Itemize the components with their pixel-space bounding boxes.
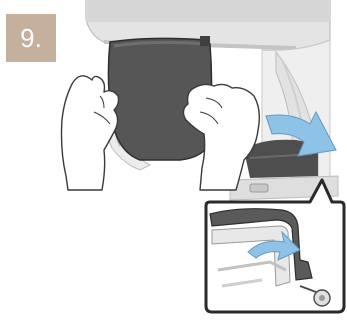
step-number-badge: 9.: [6, 14, 56, 62]
left-hand: [62, 76, 119, 190]
detail-inset: [206, 180, 344, 312]
